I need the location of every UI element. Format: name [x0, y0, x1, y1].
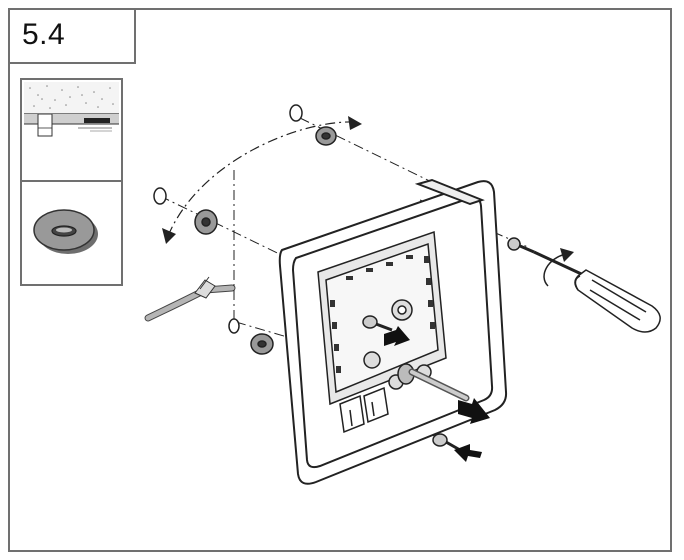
figure-frame [8, 8, 672, 552]
grommets [153, 104, 337, 355]
push-arrow-icon [384, 326, 490, 462]
screwdriver-rotation-arrow [543, 248, 574, 287]
wall-section-icon [24, 82, 119, 137]
cable [144, 276, 236, 322]
step-number: 5.4 [22, 18, 66, 51]
cable-glands [397, 363, 470, 402]
rotation-arrow-icon [162, 116, 362, 244]
screwdriver-icon [533, 250, 661, 333]
grommet-icon [33, 209, 98, 254]
inset-divider [22, 180, 121, 182]
step-number-box: 5.4 [8, 8, 136, 64]
